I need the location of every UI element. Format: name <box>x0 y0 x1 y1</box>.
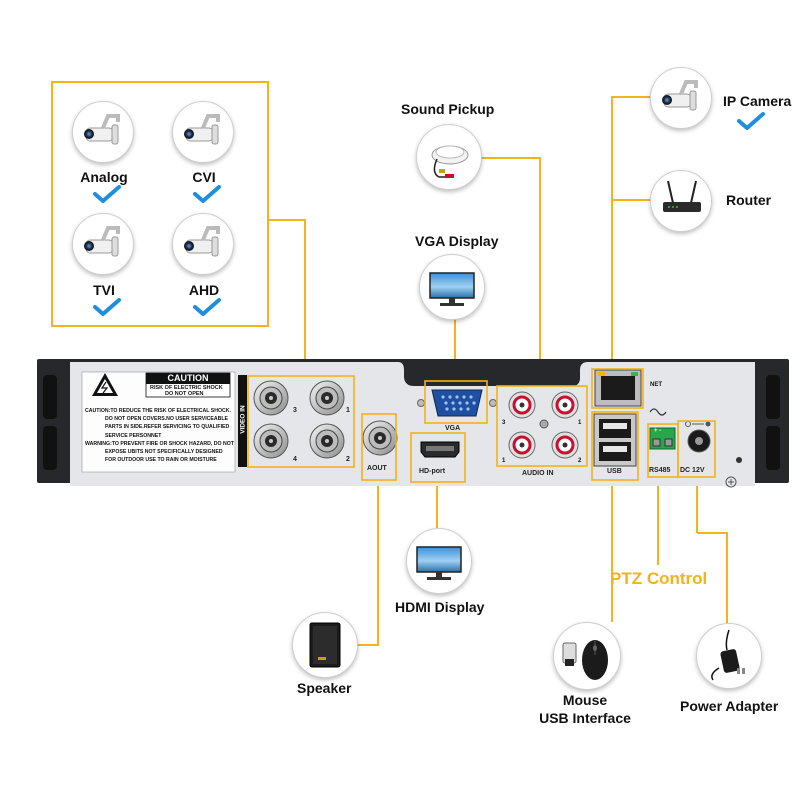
vga-monitor-icon <box>419 254 485 320</box>
warning-line: PARTS IN SIDE.REFER SERVICING TO QUALIFI… <box>105 424 230 431</box>
bnc-number: 1 <box>346 407 350 414</box>
sound-pickup-icon <box>416 124 482 190</box>
hdmi-display-label: HDMI Display <box>395 599 485 615</box>
check-icon <box>193 298 221 316</box>
audio-number: 2 <box>578 458 582 464</box>
net-label: NET <box>650 382 662 388</box>
bnc-number: 4 <box>293 456 297 463</box>
cvi-camera-icon <box>172 101 234 163</box>
warning-line: DO NOT OPEN COVERS.NO USER SERVICEABLE <box>105 416 228 423</box>
camera-type-label: TVI <box>93 282 115 298</box>
vga-label: VGA <box>445 425 461 432</box>
rca-connectors <box>508 391 579 459</box>
hdmi-monitor-icon <box>406 528 472 594</box>
vga-port <box>417 389 497 417</box>
usb-interface-label: USB Interface <box>539 710 631 726</box>
warning-line: WARNING:TO PREVENT FIRE OR SHOCK HAZARD,… <box>85 440 234 447</box>
aout-label: AOUT <box>367 465 387 472</box>
caution-title: CAUTION <box>167 373 209 383</box>
router-label: Router <box>726 192 772 208</box>
check-icon <box>93 298 121 316</box>
usb-ports <box>593 413 637 467</box>
audio-number: 1 <box>578 420 582 426</box>
vga-display-label: VGA Display <box>415 233 499 249</box>
wires <box>268 96 728 646</box>
bnc-number: 2 <box>346 456 350 463</box>
hd-port-label: HD-port <box>419 468 446 475</box>
tvi-camera-icon <box>72 213 134 275</box>
ip-camera-label: IP Camera <box>723 93 792 109</box>
check-icon <box>193 185 221 203</box>
usb-label: USB <box>607 468 622 475</box>
audio-number: 3 <box>502 420 506 426</box>
router-icon <box>650 170 712 232</box>
camera-type-label: Analog <box>80 169 128 185</box>
dvr-rear-panel <box>37 359 789 488</box>
rs485-label: RS485 <box>649 467 671 474</box>
analog-camera-icon <box>72 101 134 163</box>
bnc-number: 3 <box>293 407 297 414</box>
dc-jack <box>685 421 711 453</box>
sound-pickup-label: Sound Pickup <box>401 101 495 117</box>
caution-sub1: RISK OF ELECTRIC SHOCK <box>150 385 223 391</box>
ahd-camera-icon <box>172 213 234 275</box>
rs485-signs: + - <box>654 428 662 434</box>
warning-text: CAUTION:TO REDUCE THE RISK OF ELECTRICAL… <box>85 407 235 464</box>
check-icon <box>737 112 765 130</box>
check-icon <box>93 185 121 203</box>
hdmi-port <box>420 441 460 458</box>
warning-line: FOR OUTDOOR USE TO RAIN OR MOISTURE <box>105 457 217 464</box>
warning-line: SERVICE PERSONNET <box>105 432 162 439</box>
mouse-label: Mouse <box>562 692 608 708</box>
ip-camera-icon <box>650 67 712 129</box>
caution-sub2: DO NOT OPEN <box>165 391 204 397</box>
rs485-terminal <box>649 427 676 450</box>
power-adapter-icon <box>696 623 762 689</box>
dc12v-label: DC 12V <box>680 467 705 474</box>
speaker-icon <box>292 612 358 678</box>
speaker-label: Speaker <box>297 680 352 696</box>
camera-type-label: AHD <box>188 282 220 298</box>
bnc-connectors <box>253 380 398 459</box>
video-in-label: VIDEO IN <box>239 405 247 434</box>
rj45-port <box>594 369 642 407</box>
audio-number: 1 <box>502 458 506 464</box>
mouse-icon <box>553 622 621 690</box>
warning-line: CAUTION:TO REDUCE THE RISK OF ELECTRICAL… <box>85 408 231 414</box>
warning-line: EXPOSE UBITS NOT SPECIFICALLY DESIGNED <box>105 449 223 456</box>
power-adapter-label: Power Adapter <box>680 698 779 714</box>
audio-in-label: AUDIO IN <box>522 470 554 477</box>
ptz-control-label: PTZ Control <box>610 569 708 588</box>
camera-type-label: CVI <box>192 169 216 185</box>
